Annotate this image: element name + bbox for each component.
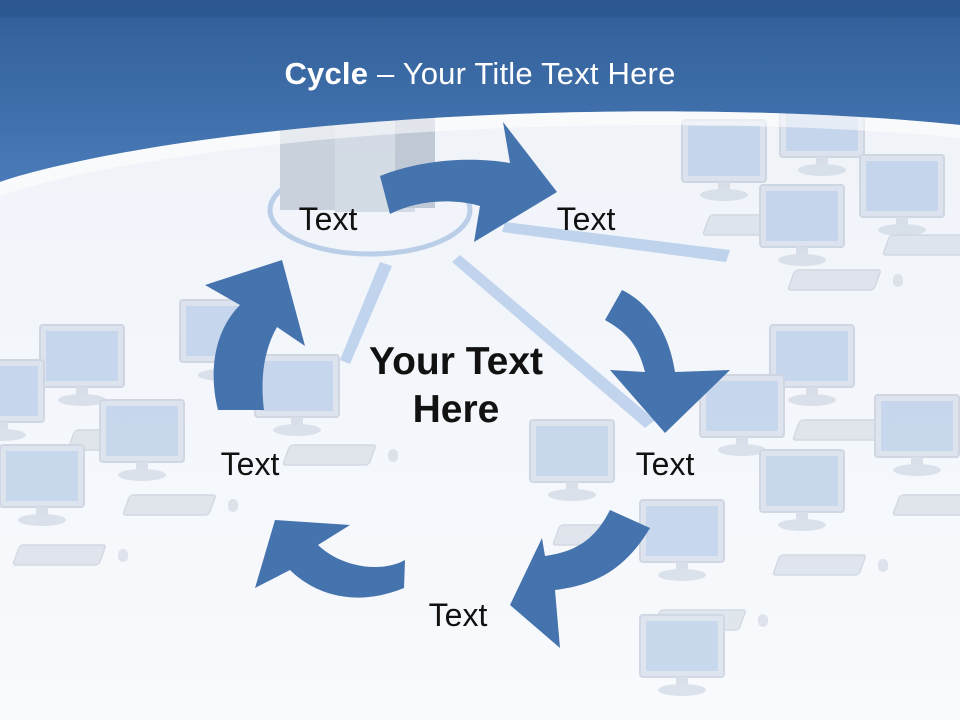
cycle-arrow-2 <box>605 290 730 433</box>
cycle-node-label: Text <box>556 201 616 237</box>
center-text-line2: Here <box>412 387 500 431</box>
center-text: Your Text Here <box>326 338 586 433</box>
cycle-node-label: Text <box>220 446 280 482</box>
cycle-node-label: Text <box>635 446 695 482</box>
cycle-node-label: Text <box>428 597 488 633</box>
cycle-node-label: Text <box>298 201 358 237</box>
title-rest: – Your Title Text Here <box>368 56 676 91</box>
cycle-arrow-4 <box>255 520 405 598</box>
center-text-line1: Your Text <box>368 340 544 383</box>
slide-title: Cycle – Your Title Text Here <box>0 56 960 92</box>
title-bold: Cycle <box>284 56 369 91</box>
cycle-arrows <box>205 122 730 648</box>
cycle-arrow-3 <box>510 510 650 648</box>
cycle-arrow-5 <box>205 260 305 410</box>
cycle-arrow-1 <box>380 122 557 242</box>
